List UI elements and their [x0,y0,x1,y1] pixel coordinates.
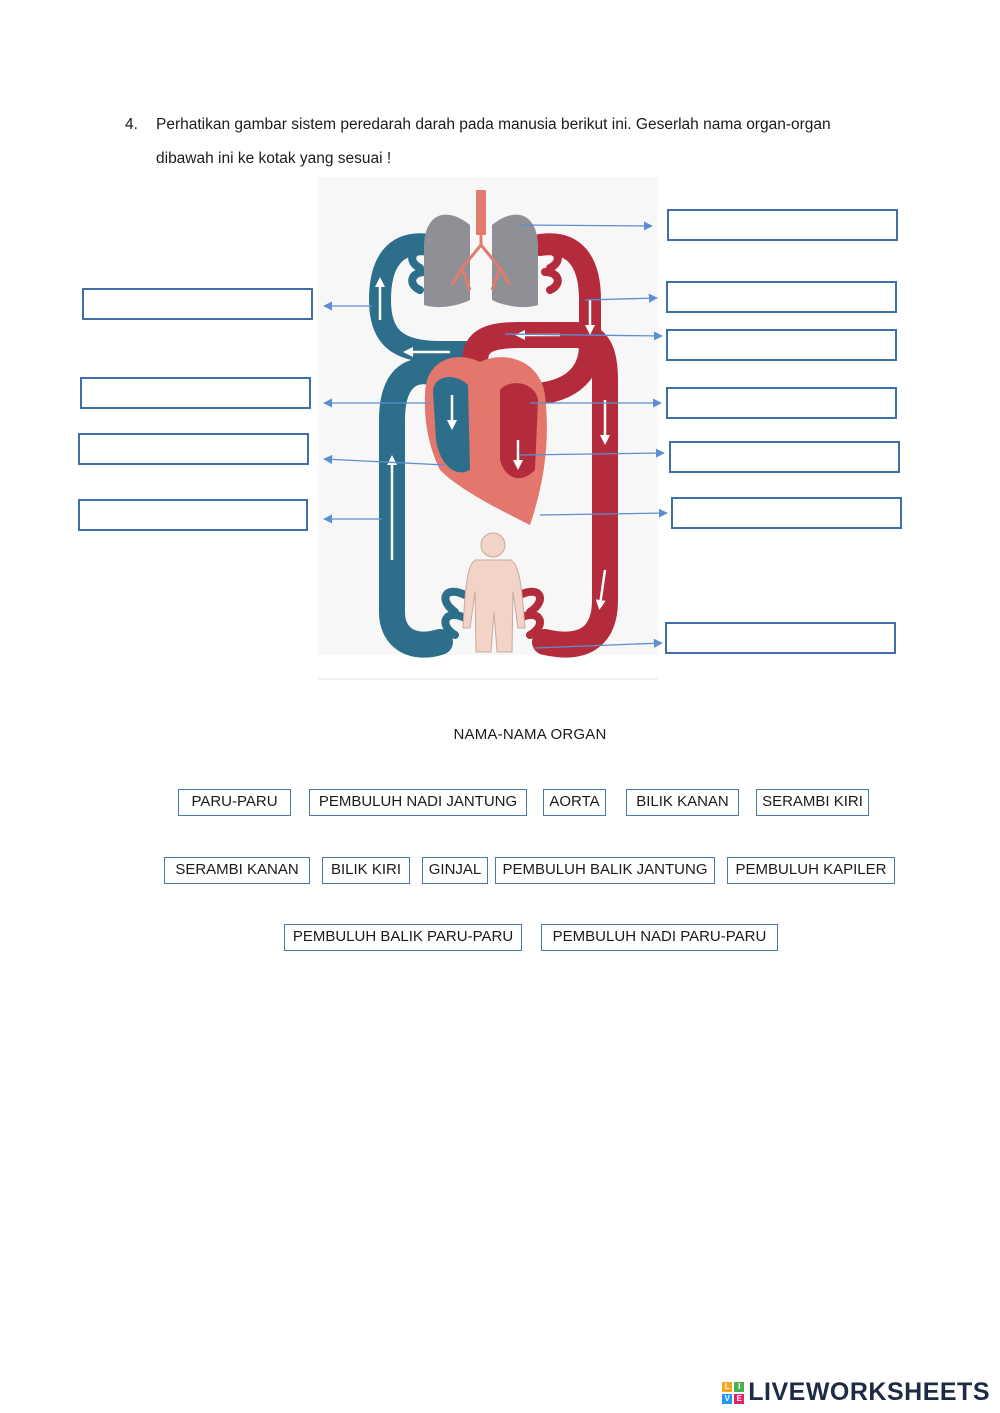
bronchi [450,230,512,291]
chip-bilik-kiri[interactable]: BILIK KIRI [322,857,410,884]
organ-bank-title: NAMA-NAMA ORGAN [453,726,607,743]
pointer-arrows [323,221,668,649]
chip-aorta[interactable]: AORTA [543,789,606,816]
left-lung [424,214,470,308]
heart-body [424,357,547,525]
answer-box-right-7[interactable] [665,622,896,654]
answer-box-right-3[interactable] [666,329,897,361]
lungs-illustration [424,190,538,308]
answer-box-right-1[interactable] [667,209,898,241]
chip-serambi-kiri[interactable]: SERAMBI KIRI [756,789,869,816]
question-line-2: dibawah ini ke kotak yang sesuai ! [156,150,392,167]
diagram-background [318,177,658,655]
chip-pembuluh-balik-paru-paru[interactable]: PEMBULUH BALIK PARU-PARU [284,924,522,951]
answer-box-right-2[interactable] [666,281,897,313]
vein-network [369,233,481,658]
liveworksheets-logo-icon: L I V E [722,1381,745,1404]
liveworksheets-wordmark: LIVEWORKSHEETS [748,1378,990,1406]
question-number: 4. [125,116,138,133]
answer-box-right-6[interactable] [671,497,902,529]
trachea [476,190,486,235]
chip-pembuluh-kapiler[interactable]: PEMBULUH KAPILER [727,857,895,884]
question-line-1: Perhatikan gambar sistem peredarah darah… [156,116,831,133]
chip-pembuluh-balik-jantung[interactable]: PEMBULUH BALIK JANTUNG [495,857,715,884]
body-illustration [462,532,526,653]
answer-box-right-4[interactable] [666,387,897,419]
chip-bilik-kanan[interactable]: BILIK KANAN [626,789,739,816]
liveworksheets-brand: L I V E LIVEWORKSHEETS [722,1378,990,1407]
chip-pembuluh-nadi-paru-paru[interactable]: PEMBULUH NADI PARU-PARU [541,924,778,951]
answer-box-left-4[interactable] [78,499,308,531]
heart-left-chambers [500,383,538,479]
answer-box-left-1[interactable] [82,288,313,320]
chip-serambi-kanan[interactable]: SERAMBI KANAN [164,857,310,884]
artery-network [462,233,618,658]
chip-paru-paru[interactable]: PARU-PARU [178,789,291,816]
heart-illustration [424,357,547,525]
question-prompt: 4. Perhatikan gambar sistem peredarah da… [125,108,905,176]
heart-right-chambers [433,376,470,473]
right-lung [492,214,538,308]
answer-box-right-5[interactable] [669,441,900,473]
flow-arrows [375,277,610,610]
chip-ginjal[interactable]: GINJAL [422,857,488,884]
chip-pembuluh-nadi-jantung[interactable]: PEMBULUH NADI JANTUNG [309,789,527,816]
answer-box-left-2[interactable] [80,377,311,409]
answer-box-left-3[interactable] [78,433,309,465]
